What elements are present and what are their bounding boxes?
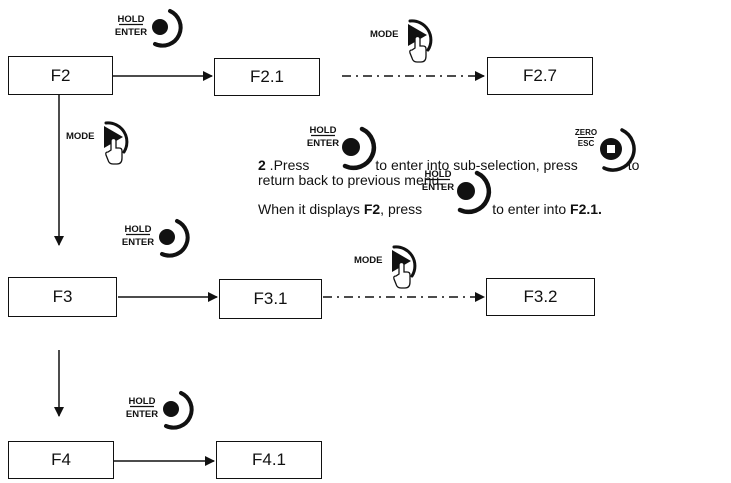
when-text: When it displays [258,201,364,217]
svg-text:HOLD: HOLD [129,396,156,407]
instruction-line-1: 2 .Press HOLD ENTER to enter into sub-se… [258,125,640,174]
instruction-line-3: When it displays F2, press HOLD ENTER to… [258,169,602,218]
svg-text:ZERO: ZERO [575,128,597,137]
when-press-text: , press [380,201,423,217]
hold-enter-button-icon: HOLD ENTER [307,125,377,171]
f2-bold-text: F2 [363,201,381,217]
hold-enter-button-icon: HOLD ENTER [122,219,190,258]
to-text: to [627,157,640,173]
svg-text:HOLD: HOLD [118,14,145,25]
mode-button-icon: MODE [66,121,129,165]
svg-text:HOLD: HOLD [310,125,337,136]
step-number: 2 [258,157,266,173]
svg-text:ENTER: ENTER [122,237,154,248]
zero-esc-button-icon: ZERO ESC [575,128,636,172]
f2-1-bold-text: F2.1. [570,201,602,217]
menu-box-f4-1: F4.1 [216,441,322,479]
instruction-line-2: return back to previous menu. [258,172,444,188]
mode-button-icon: MODE [354,245,417,289]
hold-enter-button-icon: HOLD ENTER [422,169,492,215]
inline-hold-enter: HOLD ENTER [422,169,492,215]
menu-box-f2-1: F2.1 [214,58,320,96]
svg-text:ENTER: ENTER [126,409,158,420]
menu-box-f4: F4 [8,441,114,479]
enter-into-text: to enter into [492,201,571,217]
menu-box-f2: F2 [8,56,113,95]
menu-box-f3-2: F3.2 [486,278,595,316]
svg-text:HOLD: HOLD [425,169,452,180]
svg-text:ESC: ESC [577,139,594,148]
menu-box-f3-1: F3.1 [219,279,322,319]
svg-text:MODE: MODE [354,255,383,266]
svg-text:MODE: MODE [370,29,399,40]
menu-box-f2-7: F2.7 [487,57,593,95]
svg-text:ENTER: ENTER [115,27,147,38]
menu-box-f3: F3 [8,277,117,317]
hold-enter-button-icon: HOLD ENTER [126,391,194,430]
press-text: .Press [265,157,310,173]
svg-text:MODE: MODE [66,131,95,142]
svg-text:HOLD: HOLD [125,224,152,235]
inline-zero-esc: ZERO ESC [575,128,636,172]
enter-sub-selection-text: to enter into sub-selection, press [375,157,578,173]
hold-enter-button-icon: HOLD ENTER [115,9,183,48]
svg-text:ENTER: ENTER [307,138,339,149]
mode-button-icon: MODE [370,19,433,63]
inline-hold-enter: HOLD ENTER [307,125,377,171]
svg-text:ENTER: ENTER [422,182,454,193]
